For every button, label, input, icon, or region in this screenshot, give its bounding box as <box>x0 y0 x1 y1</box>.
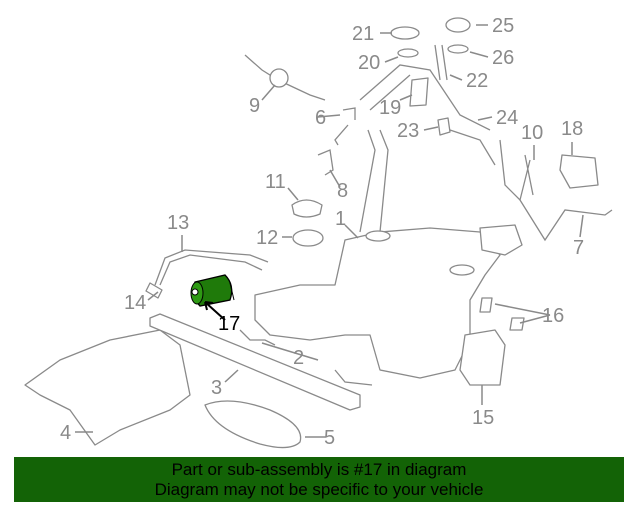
part-6-valve[interactable] <box>334 107 356 146</box>
arrow-17 <box>204 301 226 321</box>
part-22-sender[interactable] <box>434 44 448 81</box>
part-12-seal[interactable] <box>292 229 324 247</box>
callout-10[interactable]: 10 <box>521 122 544 144</box>
part-26-seal[interactable] <box>447 44 469 54</box>
part-24-line[interactable] <box>449 129 496 166</box>
callout-25[interactable]: 25 <box>492 15 515 37</box>
part-20-seal[interactable] <box>397 48 419 58</box>
callout-11[interactable]: 11 <box>265 171 286 193</box>
part-7-line[interactable] <box>519 199 613 242</box>
callout-22[interactable]: 22 <box>466 70 489 92</box>
callout-3[interactable]: 3 <box>211 377 223 399</box>
callout-1[interactable]: 1 <box>335 208 347 230</box>
callout-9[interactable]: 9 <box>249 95 261 117</box>
info-banner: Part or sub-assembly is #17 in diagram D… <box>14 457 624 502</box>
part-5-cover-plate[interactable] <box>204 400 302 449</box>
part-21-lock-ring[interactable] <box>390 26 420 40</box>
callout-26[interactable]: 26 <box>492 47 515 69</box>
part-19-pump[interactable] <box>409 77 429 107</box>
callout-19[interactable]: 19 <box>379 97 402 119</box>
part-8-valve[interactable] <box>317 149 334 176</box>
part-23-sensor[interactable] <box>437 117 451 136</box>
part-18-valve[interactable] <box>559 154 599 189</box>
callout-6[interactable]: 6 <box>315 107 327 129</box>
callout-21[interactable]: 21 <box>352 23 375 45</box>
callout-23[interactable]: 23 <box>397 120 420 142</box>
part-16-clip[interactable] <box>479 297 525 331</box>
callout-18[interactable]: 18 <box>561 118 584 140</box>
callout-4[interactable]: 4 <box>60 422 72 444</box>
callout-7[interactable]: 7 <box>573 237 585 259</box>
callout-8[interactable]: 8 <box>337 180 349 202</box>
part-11-cap[interactable] <box>291 199 323 218</box>
part-17-highlighted[interactable] <box>190 274 235 307</box>
callout-13[interactable]: 13 <box>167 212 190 234</box>
callout-12[interactable]: 12 <box>256 227 279 249</box>
part-2-bracket[interactable] <box>239 329 373 386</box>
callout-15[interactable]: 15 <box>472 407 495 429</box>
banner-line-1: Part or sub-assembly is #17 in diagram <box>171 460 467 479</box>
part-25-lock-ring[interactable] <box>445 17 471 33</box>
callout-20[interactable]: 20 <box>358 52 381 74</box>
callout-14[interactable]: 14 <box>124 292 147 314</box>
leader-lines <box>75 24 584 438</box>
part-1-fuel-tank[interactable] <box>254 227 501 379</box>
callout-2[interactable]: 2 <box>293 347 305 369</box>
callout-17[interactable]: 17 <box>218 313 241 335</box>
callout-16[interactable]: 16 <box>542 305 565 327</box>
part-13-fuel-lines[interactable] <box>154 249 269 286</box>
banner-line-2: Diagram may not be specific to your vehi… <box>154 480 484 499</box>
part-4-heat-shield[interactable] <box>24 329 191 446</box>
callout-24[interactable]: 24 <box>496 107 519 129</box>
part-15-shield[interactable] <box>459 329 506 386</box>
part-14-connector[interactable] <box>145 282 163 299</box>
callout-5[interactable]: 5 <box>324 427 336 449</box>
part-10-line[interactable] <box>499 139 534 202</box>
part-3-crossmember[interactable] <box>149 313 361 411</box>
